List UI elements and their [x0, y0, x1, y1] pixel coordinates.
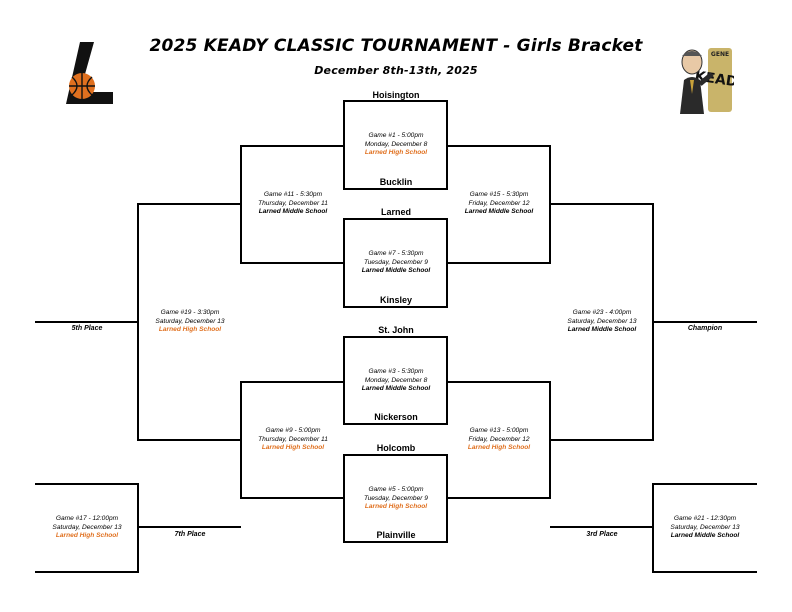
- team-larned: Larned: [380, 207, 411, 217]
- team-plainville: Plainville: [376, 530, 416, 540]
- game-3-bracket: [343, 336, 448, 425]
- date-range: December 8th-13th, 2025: [314, 64, 478, 77]
- team-nickerson: Nickerson: [374, 412, 418, 422]
- team-st-john: St. John: [378, 325, 414, 335]
- champion-label: Champion: [687, 325, 723, 332]
- fifth-place-label: 5th Place: [71, 325, 103, 332]
- svg-text:GENE: GENE: [711, 51, 729, 58]
- team-hoisington: Hoisington: [372, 90, 420, 100]
- team-kinsley: Kinsley: [379, 295, 412, 305]
- third-place-label: 3rd Place: [586, 531, 618, 538]
- team-bucklin: Bucklin: [379, 177, 413, 187]
- gene-keady-caricature-icon: GENE KEADY: [680, 48, 734, 114]
- seventh-place-label: 7th Place: [174, 531, 206, 538]
- team-holcomb: Holcomb: [376, 443, 416, 453]
- game-1-bracket: [343, 100, 448, 190]
- page-title: 2025 KEADY CLASSIC TOURNAMENT - Girls Br…: [149, 36, 643, 56]
- larned-l-basketball-logo-icon: [66, 42, 113, 104]
- game-5-bracket: [343, 454, 448, 543]
- game-7-bracket: [343, 218, 448, 308]
